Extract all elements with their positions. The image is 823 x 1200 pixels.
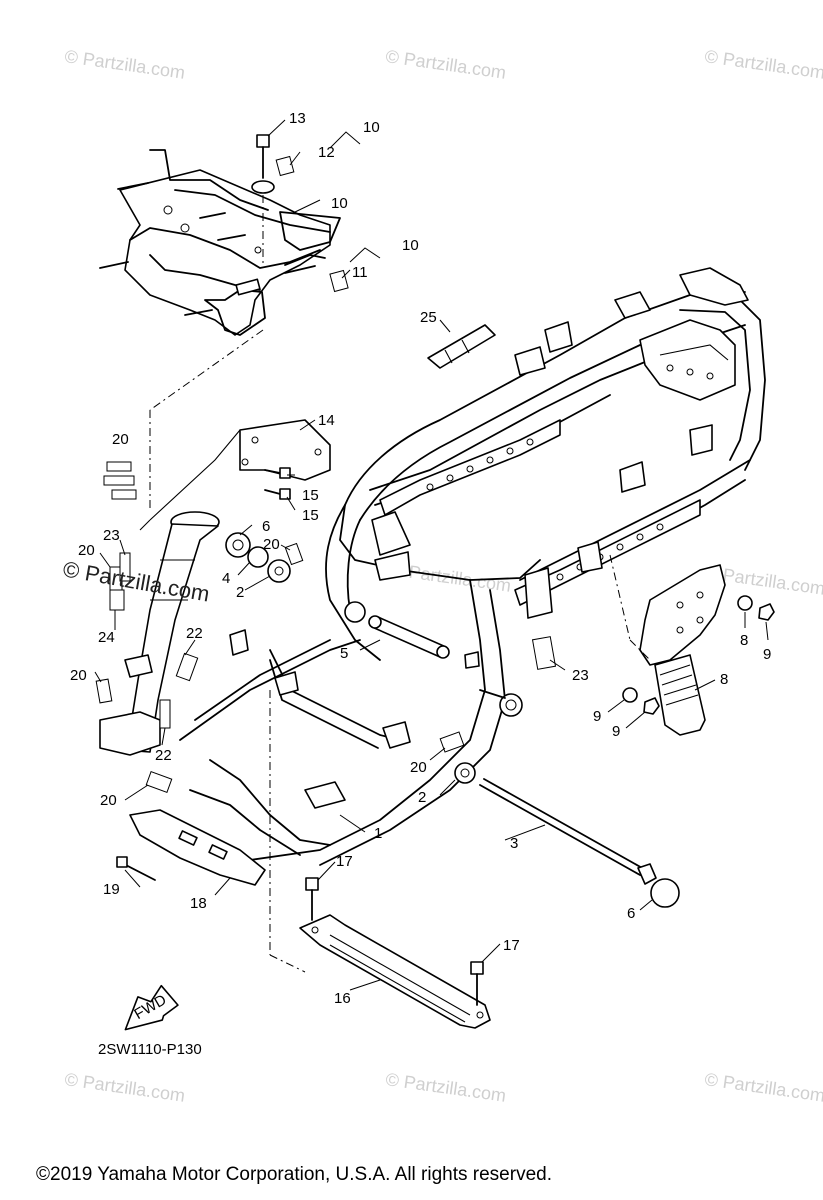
callout-20: 20 [263, 536, 280, 553]
callout-16: 16 [334, 990, 351, 1007]
bolt-3 [479, 778, 657, 885]
left-bushings [225, 532, 291, 583]
callout-22: 22 [155, 747, 172, 764]
callout-25: 25 [420, 309, 437, 326]
gusset-holes [426, 438, 664, 581]
battery-bracket-assembly [99, 131, 381, 510]
pipe-5 [368, 615, 450, 659]
washer-nut-upper [737, 595, 775, 621]
bushing-2-right [454, 762, 476, 784]
watermark: © Partzilla.com [384, 1069, 507, 1106]
callout-21: 22 [186, 625, 203, 642]
callout-2: 2 [418, 789, 426, 806]
callout-6: 6 [627, 905, 635, 922]
callout-23: 23 [103, 527, 120, 544]
bolt-15-a [264, 467, 291, 479]
callout-20: 20 [70, 667, 87, 684]
fwd-arrow-icon: FWD [124, 984, 179, 1031]
watermark: © Partzilla.com [63, 46, 186, 83]
callout-6: 6 [262, 518, 270, 535]
callout-3: 3 [510, 835, 518, 852]
cap-6 [650, 878, 680, 908]
callout-8: 8 [740, 632, 748, 649]
callout-19: 19 [103, 881, 120, 898]
callout-17: 17 [336, 853, 353, 870]
decals [95, 461, 557, 793]
bracket-18 [116, 809, 266, 886]
callout-10: 10 [331, 195, 348, 212]
callout-20: 20 [100, 792, 117, 809]
callout-4: 4 [222, 570, 230, 587]
under-plate-16 [269, 690, 491, 1029]
bolt-15-b [264, 488, 291, 500]
callout-8: 9 [593, 708, 601, 725]
callout-10: 10 [363, 119, 380, 136]
diagram-code: 2SW1110-P130 [98, 1041, 202, 1058]
callout-7: 8 [720, 671, 728, 688]
main-frame [179, 267, 766, 866]
callout-15: 15 [302, 507, 319, 524]
callout-14: 14 [318, 412, 335, 429]
callout-20: 20 [78, 542, 95, 559]
washer-nut-lower [622, 687, 660, 715]
callout-9: 9 [763, 646, 771, 663]
watermark: © Partzilla.com [703, 46, 823, 83]
callout-22: 23 [572, 667, 589, 684]
callout-24: 24 [98, 629, 115, 646]
callout-20: 20 [112, 431, 129, 448]
callout-10: 10 [402, 237, 419, 254]
watermark: © Partzilla.com [384, 46, 507, 83]
callout-2: 2 [236, 584, 244, 601]
callout-15: 15 [302, 487, 319, 504]
callout-13: 13 [289, 110, 306, 127]
leader-lines [94, 119, 769, 991]
side-part-7 [609, 554, 726, 736]
callout-11: 11 [352, 264, 368, 281]
front-bracket [239, 419, 331, 500]
callout-20: 20 [410, 759, 427, 776]
callout-9: 9 [612, 723, 620, 740]
callout-17: 17 [503, 937, 520, 954]
callout-1: 1 [374, 825, 382, 842]
watermark: © Partzilla.com [703, 1069, 823, 1106]
watermark: © Partzilla.com [63, 1069, 186, 1106]
callout-18: 18 [190, 895, 207, 912]
callouts: 13 12 10 10 10 11 25 14 20 15 15 6 23 20… [70, 110, 771, 1007]
copyright-notice: ©2019 Yamaha Motor Corporation, U.S.A. A… [36, 1164, 552, 1185]
callout-12: 12 [318, 144, 335, 161]
callout-5: 5 [340, 645, 348, 662]
head-pipe [99, 429, 241, 756]
part-25 [427, 324, 496, 369]
